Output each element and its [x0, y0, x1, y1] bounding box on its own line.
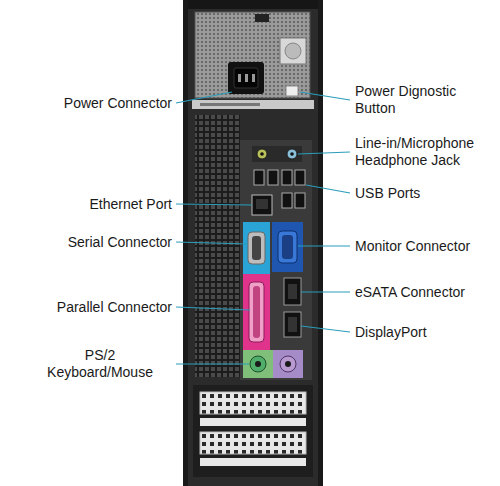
callout-label: eSATA Connector	[355, 284, 495, 301]
callout-label: Power Connector	[22, 95, 172, 112]
leader-lines	[176, 92, 350, 364]
callout-label: Parallel Connector	[22, 299, 172, 316]
callout-label: PS/2 Keyboard/Mouse	[40, 347, 160, 381]
callout-label: Serial Connector	[22, 234, 172, 251]
callout-label: Ethernet Port	[22, 196, 172, 213]
callout-label: DisplayPort	[355, 324, 495, 341]
callout-label: Power Dignostic Button	[355, 83, 495, 117]
callout-label: Line-in/Microphone Headphone Jack	[355, 135, 495, 169]
callout-label: Monitor Connector	[355, 238, 495, 255]
callout-label: USB Ports	[355, 185, 495, 202]
